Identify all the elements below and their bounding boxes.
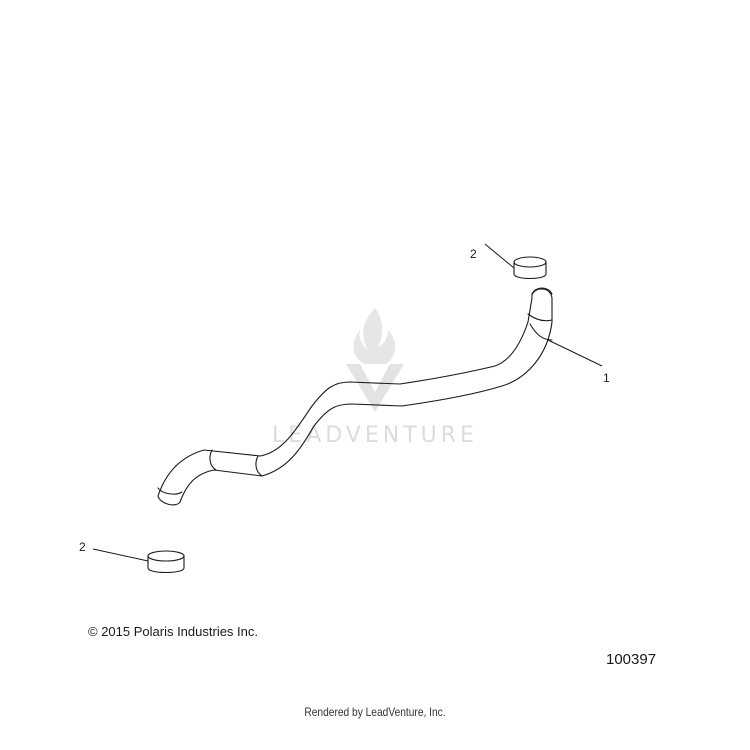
hose-left-end-lip (157, 487, 183, 495)
watermark-brand-text: LEADVENTURE (272, 423, 478, 448)
hose-band-2 (255, 455, 263, 477)
hose-right-end-top (531, 287, 553, 295)
flame-icon (353, 308, 396, 364)
formed-hose-part (157, 287, 553, 506)
hose-band-4 (527, 313, 553, 322)
hose-left-end (157, 495, 181, 506)
callout-label-2-lower: 2 (79, 540, 86, 554)
callout-label-1: 1 (603, 371, 610, 385)
leader-line-2-upper (484, 243, 515, 269)
hose-right-end (531, 288, 553, 299)
copyright-notice: © 2015 Polaris Industries Inc. (88, 624, 258, 639)
callout-label-2-upper: 2 (470, 247, 477, 261)
rendered-by-footer: Rendered by LeadVenture, Inc. (304, 705, 446, 719)
figure-number: 100397 (606, 651, 657, 668)
chevron-logo-icon (346, 364, 404, 412)
hose-lower-outline (179, 297, 553, 503)
hose-band-3 (529, 323, 553, 341)
leader-line-2-lower (92, 548, 149, 562)
hose-upper-outline (157, 297, 533, 497)
sleeve-part-lower (147, 550, 185, 574)
leader-line-1 (547, 339, 603, 367)
hose-band-1 (209, 449, 217, 471)
leadventure-watermark: LEADVENTURE (272, 308, 478, 448)
sleeve-part-upper (513, 256, 547, 280)
